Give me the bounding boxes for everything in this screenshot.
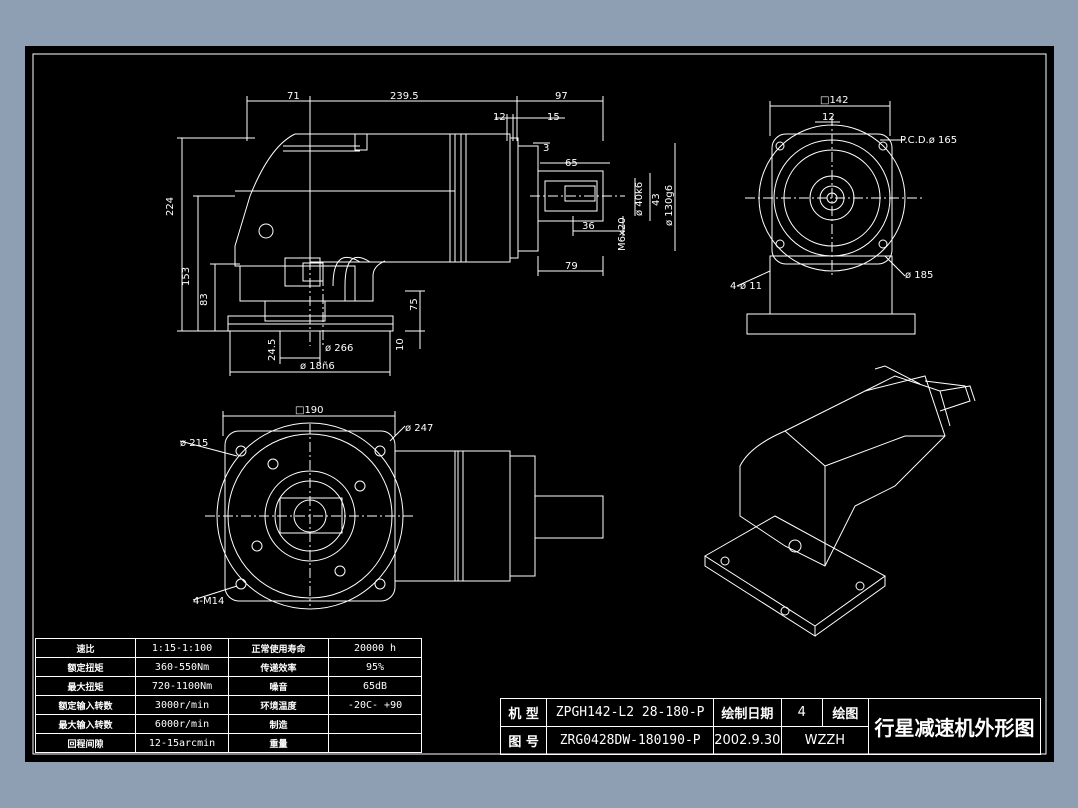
table-row: 最大输入转数 6000r/min 制造 bbox=[34, 714, 422, 734]
side-view bbox=[736, 101, 925, 335]
spec-key: 环境温度 bbox=[227, 695, 330, 715]
spec-value: 95% bbox=[328, 657, 422, 677]
date-label: 绘制日期 bbox=[713, 698, 782, 727]
table-row: 额定输入转数 3000r/min 环境温度 -20C- +90 bbox=[34, 695, 422, 715]
isometric-view bbox=[704, 365, 976, 637]
dim-right-75: 75 bbox=[409, 298, 420, 311]
dim-bottom-186: ø 18ñ6 bbox=[300, 361, 335, 372]
spec-value: 3000r/min bbox=[135, 695, 229, 715]
spec-value: 1:15-1:100 bbox=[135, 638, 229, 658]
spec-value: 6000r/min bbox=[135, 714, 229, 734]
spec-value bbox=[328, 733, 422, 753]
model-value: ZPGH142-L2 28-180-P bbox=[546, 698, 715, 727]
dim-front-190: □190 bbox=[295, 405, 324, 416]
dim-top-3: 3 bbox=[543, 143, 549, 154]
dim-side-12: 12 bbox=[822, 112, 835, 123]
dim-front-215: ø 215 bbox=[180, 438, 208, 449]
spec-value bbox=[328, 714, 422, 734]
spec-key: 回程间隙 bbox=[34, 733, 137, 753]
table-row: 机 型 ZPGH142-L2 28-180-P 绘制日期 4 绘图 行星减速机外… bbox=[499, 698, 1041, 755]
spec-key: 噪音 bbox=[227, 676, 330, 696]
dim-right-36: 36 bbox=[582, 221, 595, 232]
spec-value: 65dB bbox=[328, 676, 422, 696]
dim-top-15: 15 bbox=[547, 112, 560, 123]
title-block: 机 型 ZPGH142-L2 28-180-P 绘制日期 4 绘图 行星减速机外… bbox=[499, 698, 1041, 755]
table-row: 图 号 ZRG0428DW-180190-P 2002.9.30 WZZH bbox=[499, 726, 1041, 755]
spec-key: 最大扭矩 bbox=[34, 676, 137, 696]
model-label: 机 型 bbox=[499, 698, 548, 727]
dim-side-142: □142 bbox=[820, 95, 849, 106]
dim-left-224: 224 bbox=[165, 197, 176, 216]
spec-key: 制造 bbox=[227, 714, 330, 734]
table-row: 速比 1:15-1:100 正常使用寿命 20000 h bbox=[34, 638, 422, 658]
spec-key: 额定扭矩 bbox=[34, 657, 137, 677]
front-view bbox=[179, 411, 604, 610]
dim-top-97: 97 bbox=[555, 91, 568, 102]
dim-front-247: ø 247 bbox=[405, 423, 433, 434]
spec-value: 720-1100Nm bbox=[135, 676, 229, 696]
spec-key: 额定输入转数 bbox=[34, 695, 137, 715]
spec-value: -20C- +90 bbox=[328, 695, 422, 715]
dim-right-43: 43 bbox=[651, 193, 662, 206]
drawing-no-label: 图 号 bbox=[499, 726, 548, 755]
spec-value: 360-550Nm bbox=[135, 657, 229, 677]
table-row: 额定扭矩 360-550Nm 传递效率 95% bbox=[34, 657, 422, 677]
dim-top-12: 12 bbox=[493, 112, 506, 123]
dim-front-4m: 4-M14 bbox=[193, 596, 224, 607]
dim-right-79: 79 bbox=[565, 261, 578, 272]
elevation-view bbox=[177, 96, 676, 376]
dimension-labels: 71 239.5 97 12 15 3 65 224 153 83 24.5 ø… bbox=[165, 91, 957, 607]
spec-key: 传递效率 bbox=[227, 657, 330, 677]
spec-value: 20000 h bbox=[328, 638, 422, 658]
dim-top-71: 71 bbox=[287, 91, 300, 102]
spec-key: 速比 bbox=[34, 638, 137, 658]
dim-right-40: ø 40k6 bbox=[634, 182, 645, 216]
drawing-sheet: 71 239.5 97 12 15 3 65 224 153 83 24.5 ø… bbox=[25, 46, 1054, 762]
cad-drawing: 71 239.5 97 12 15 3 65 224 153 83 24.5 ø… bbox=[32, 53, 1047, 755]
spec-table: 速比 1:15-1:100 正常使用寿命 20000 h 额定扭矩 360-55… bbox=[34, 638, 422, 753]
drawing-no-value: ZRG0428DW-180190-P bbox=[546, 726, 715, 755]
dim-right-m6: M6x20 bbox=[617, 217, 628, 251]
dim-bottom-266: ø 266 bbox=[325, 343, 353, 354]
dim-top-65: 65 bbox=[565, 158, 578, 169]
dim-side-pcd: P.C.D.ø 165 bbox=[900, 135, 957, 146]
spec-key: 重量 bbox=[227, 733, 330, 753]
date-value: 2002.9.30 bbox=[713, 726, 782, 755]
dim-right-130: ø 130g6 bbox=[664, 185, 675, 226]
table-row: 回程间隙 12-15arcmin 重量 bbox=[34, 733, 422, 753]
drawing-title: 行星减速机外形图 bbox=[868, 698, 1041, 755]
drawer-value: WZZH bbox=[780, 726, 870, 755]
dim-side-185: ø 185 bbox=[905, 270, 933, 281]
drawn-label: 绘图 bbox=[821, 698, 870, 727]
spec-key: 正常使用寿命 bbox=[227, 638, 330, 658]
sheet-count: 4 bbox=[780, 698, 823, 727]
dim-left-83: 83 bbox=[199, 293, 210, 306]
spec-value: 12-15arcmin bbox=[135, 733, 229, 753]
table-row: 最大扭矩 720-1100Nm 噪音 65dB bbox=[34, 676, 422, 696]
dim-side-4h: 4-ø 11 bbox=[730, 281, 762, 292]
dim-right-10: 10 bbox=[395, 338, 406, 351]
dim-left-153: 153 bbox=[181, 267, 192, 286]
spec-key: 最大输入转数 bbox=[34, 714, 137, 734]
dim-bottom-245: 24.5 bbox=[267, 339, 278, 361]
dim-top-2395: 239.5 bbox=[390, 91, 419, 102]
